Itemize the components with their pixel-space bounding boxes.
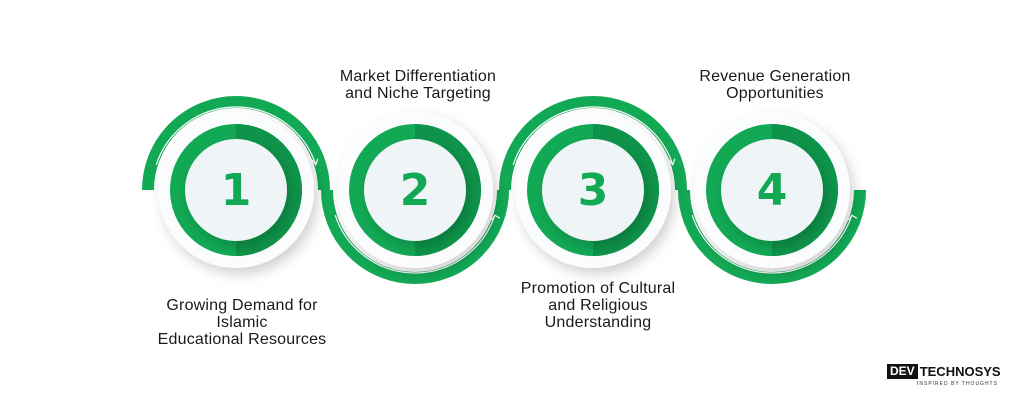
wave-arc — [321, 189, 509, 284]
inner-disc — [542, 139, 644, 241]
step-2-label: Market Differentiation and Niche Targeti… — [308, 68, 528, 102]
step-number: 2 — [400, 165, 431, 216]
label-line: Opportunities — [726, 85, 824, 102]
arrow-line — [334, 215, 496, 274]
arrow-line — [512, 106, 674, 165]
logo-row: DEV TECHNOSYS — [887, 364, 1001, 379]
label-line: and Religious — [548, 297, 648, 314]
logo-text: TECHNOSYS — [919, 364, 1001, 379]
step-number: 3 — [578, 165, 609, 216]
arrow-head-icon — [668, 158, 676, 167]
label-line: Educational Resources — [157, 331, 327, 348]
step-4-circle: 4 — [694, 112, 850, 268]
step-4-label: Revenue Generation Opportunities — [665, 68, 885, 102]
label-line: Islamic — [216, 314, 268, 331]
logo: DEV TECHNOSYS INSPIRED BY THOUGHTS — [887, 364, 1001, 388]
label-line: Revenue Generation — [699, 68, 851, 85]
step-3-label: Promotion of Cultural and Religious Unde… — [488, 280, 708, 331]
wave-arc — [142, 96, 330, 191]
step-1-circle: 1 — [158, 112, 314, 268]
arrow-head-icon — [848, 214, 858, 221]
label-line: and Niche Targeting — [345, 85, 491, 102]
step-3-circle: 3 — [515, 112, 671, 268]
label-line: Market Differentiation — [339, 68, 497, 85]
inner-disc — [364, 139, 466, 241]
arrow-line — [155, 106, 317, 165]
wave-arc — [499, 96, 687, 191]
arrow-line — [691, 215, 853, 274]
label-line: Growing Demand for — [166, 297, 318, 314]
step-number: 1 — [221, 165, 252, 216]
label-line: Understanding — [544, 314, 652, 331]
arrow-head-icon — [491, 214, 501, 221]
wave-arc — [678, 189, 866, 284]
label-line: Promotion of Cultural — [520, 280, 676, 297]
inner-disc — [721, 139, 823, 241]
inner-disc — [185, 139, 287, 241]
logo-tagline: INSPIRED BY THOUGHTS — [917, 381, 998, 387]
logo-mark: DEV — [887, 364, 918, 379]
step-1-label: Growing Demand for Islamic Educational R… — [132, 297, 352, 348]
arrow-head-icon — [311, 158, 319, 167]
step-2-circle: 2 — [337, 112, 493, 268]
step-number: 4 — [757, 165, 788, 216]
